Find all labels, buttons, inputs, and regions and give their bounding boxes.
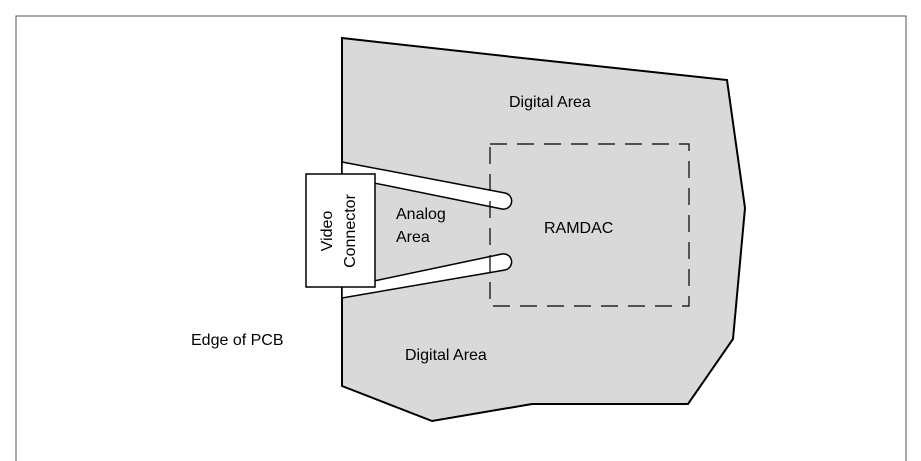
analog-area-label-line1: Analog bbox=[396, 206, 446, 223]
pcb-board bbox=[341, 36, 747, 423]
analog-area-label-line2: Area bbox=[396, 229, 430, 246]
video-connector-label: Video Connector bbox=[319, 193, 359, 267]
ramdac-label: RAMDAC bbox=[544, 220, 613, 237]
ramdac-outline bbox=[489, 143, 690, 307]
digital-area-top-label: Digital Area bbox=[509, 94, 591, 111]
edge-of-pcb-label: Edge of PCB bbox=[191, 332, 284, 349]
video-connector bbox=[305, 173, 376, 288]
video-connector-label-line2: Connector bbox=[342, 193, 359, 267]
figure-frame bbox=[15, 15, 907, 461]
digital-area-bottom-label: Digital Area bbox=[405, 347, 487, 364]
video-connector-label-line1: Video bbox=[319, 211, 336, 252]
